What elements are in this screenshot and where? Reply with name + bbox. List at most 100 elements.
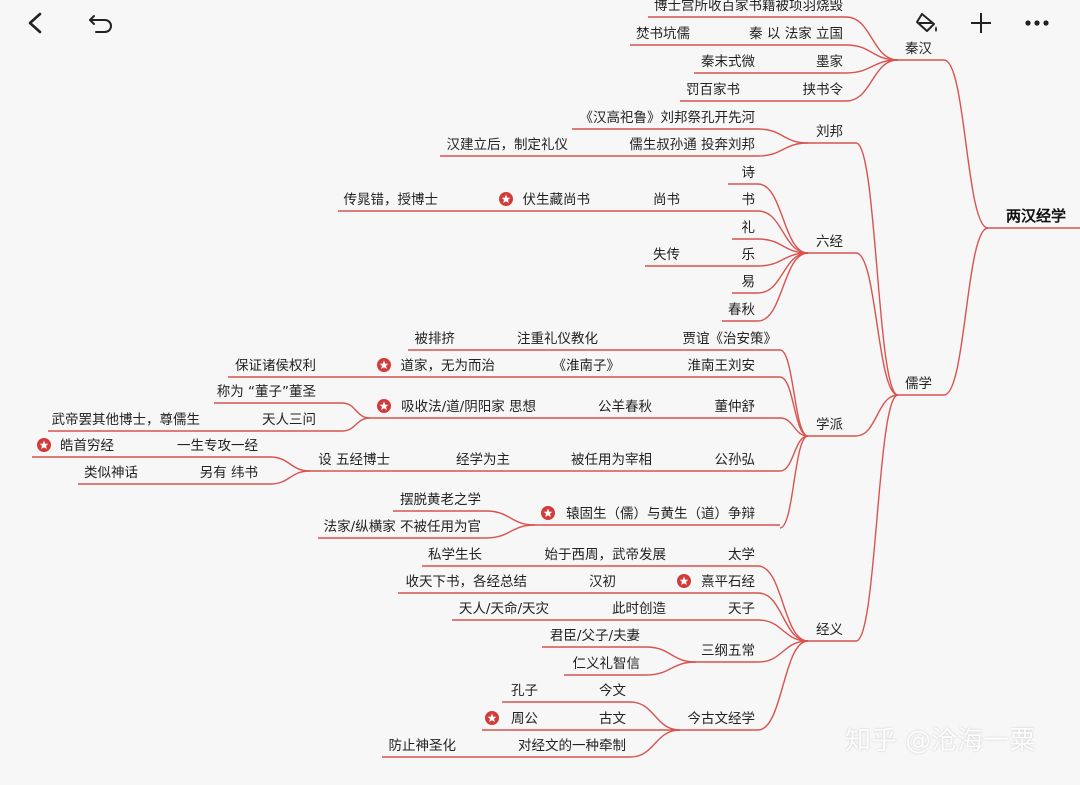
node-dong-e[interactable]: 武帝罢其他博士，尊儒生: [52, 411, 201, 428]
node-qinhan-4[interactable]: 挟书令: [803, 82, 844, 98]
connector-line: [779, 435, 809, 529]
node-tianzi-b[interactable]: 天人/天命/天灾: [459, 600, 549, 617]
connector-line: [855, 394, 899, 642]
node-jiayi-b[interactable]: 被排挤: [415, 331, 456, 347]
node-gongsunhong[interactable]: 公孙弘: [715, 452, 756, 468]
star-badge-icon: [377, 358, 391, 372]
connector-line: [855, 142, 899, 396]
connector-line: [845, 59, 899, 102]
connector-line: [757, 640, 809, 663]
node-gs-b[interactable]: 经学为主: [456, 452, 510, 468]
node-liuan-a[interactable]: 《淮南子》: [553, 358, 621, 374]
node-sangang-a[interactable]: 君臣/父子/夫妻: [550, 628, 640, 644]
node-xiping[interactable]: 熹平石经: [701, 574, 755, 590]
node-guwen[interactable]: 古文: [599, 711, 627, 727]
node-xuepai[interactable]: 学派: [816, 417, 844, 433]
node-shu[interactable]: 书: [742, 192, 756, 208]
node-jingyi[interactable]: 经义: [816, 622, 843, 638]
connector-line: [757, 128, 809, 144]
node-dong-a[interactable]: 公羊春秋: [598, 399, 652, 415]
node-taixue-a[interactable]: 始于西周，武帝发展: [545, 547, 667, 563]
node-jinwen[interactable]: 今文: [599, 683, 627, 699]
node-gs-d[interactable]: 一生专攻一经: [177, 438, 258, 454]
node-kongzi[interactable]: 孔子: [511, 683, 538, 699]
node-qianzhi[interactable]: 对经文的一种牵制: [518, 738, 626, 754]
connector-line: [341, 402, 371, 419]
node-yue[interactable]: 乐: [742, 247, 756, 263]
node-yuan-b[interactable]: 法家/纵横家 不被任用为官: [324, 518, 481, 535]
connector-line: [629, 729, 681, 758]
format-button[interactable]: [910, 0, 944, 46]
node-zhougong[interactable]: 周公: [511, 711, 539, 727]
connector-line: [855, 394, 899, 437]
star-badge-icon: [541, 506, 555, 520]
node-qinhan-2[interactable]: 秦 以 法家 立国: [749, 25, 843, 42]
node-gs-g[interactable]: 类似神话: [84, 465, 138, 481]
node-gs-f[interactable]: 另有 纬书: [200, 465, 258, 481]
node-liujing[interactable]: 六经: [816, 234, 844, 250]
node-chaocuo[interactable]: 传晁错，授博士: [344, 191, 439, 208]
more-button[interactable]: [1020, 0, 1054, 46]
node-dong-d[interactable]: 天人三问: [262, 412, 316, 428]
add-button[interactable]: [964, 0, 998, 46]
connector-line: [779, 376, 809, 437]
node-shenghua[interactable]: 防止神圣化: [389, 738, 457, 754]
node-shichuan[interactable]: 失传: [653, 247, 680, 263]
node-xiping-b[interactable]: 收天下书，各经总结: [406, 574, 528, 590]
node-gs-e[interactable]: 皓首穷经: [60, 438, 114, 454]
connector-line: [757, 142, 809, 157]
node-qinhan-4a[interactable]: 罚百家书: [686, 81, 740, 98]
node-qinhan[interactable]: 秦汉: [905, 41, 933, 57]
node-yuan-a[interactable]: 摆脱黄老之学: [400, 492, 481, 508]
node-liubang-1[interactable]: 《汉高祀鲁》刘邦祭孔开先河: [580, 109, 756, 126]
node-tianzi[interactable]: 天子: [728, 601, 755, 617]
star-badge-icon: [677, 574, 691, 588]
node-yi[interactable]: 易: [742, 274, 756, 290]
node-qinhan-1[interactable]: 博士宫所收百家书籍被项羽烧毁: [654, 0, 843, 14]
node-li[interactable]: 礼: [742, 220, 756, 236]
node-yuan[interactable]: 辕固生（儒）与黄生（道）争辩: [566, 505, 755, 522]
node-qinhan-3[interactable]: 墨家: [816, 53, 844, 70]
node-chunqiu[interactable]: 春秋: [728, 302, 756, 318]
connector-line: [779, 435, 809, 472]
node-jiayi-a[interactable]: 注重礼仪教化: [517, 331, 598, 347]
star-badge-icon: [377, 399, 391, 413]
node-gs-a[interactable]: 被任用为宰相: [571, 452, 652, 468]
node-dong[interactable]: 董仲舒: [715, 399, 756, 415]
connector-line: [757, 592, 809, 642]
undo-button[interactable]: [84, 0, 118, 46]
node-xiping-a[interactable]: 汉初: [589, 573, 616, 590]
connector-line: [485, 510, 536, 526]
node-liuan-b[interactable]: 道家，无为而治: [401, 357, 496, 374]
node-jiayi[interactable]: 贾谊《治安策》: [683, 330, 778, 347]
node-liuan[interactable]: 淮南王刘安: [688, 358, 756, 374]
node-tianzi-a[interactable]: 此时创造: [612, 601, 666, 617]
node-rujia[interactable]: 儒学: [905, 376, 932, 392]
node-taixue-b[interactable]: 私学生长: [428, 547, 482, 563]
connector-line: [757, 210, 809, 254]
connector-line: [757, 252, 809, 322]
node-sangang-b[interactable]: 仁义礼智信: [573, 656, 641, 672]
node-dong-b[interactable]: 吸收法/道/阴阳家 思想: [401, 398, 536, 415]
connector-line: [485, 524, 536, 539]
connector-line: [845, 44, 899, 61]
node-qinhan-3a[interactable]: 秦末式微: [701, 54, 755, 70]
node-sangang[interactable]: 三纲五常: [701, 643, 755, 659]
node-jinguwen[interactable]: 今古文经学: [688, 711, 756, 727]
node-liubang-2[interactable]: 儒生叔孙通 投奔刘邦: [629, 137, 755, 153]
back-button[interactable]: [18, 0, 52, 46]
node-shangshu[interactable]: 尚书: [653, 192, 680, 208]
node-dong-c[interactable]: 称为 “董子”董圣: [217, 384, 317, 400]
node-shi[interactable]: 诗: [742, 165, 756, 181]
node-qinhan-2a[interactable]: 焚书坑儒: [636, 26, 690, 42]
node-fusheng[interactable]: 伏生藏尚书: [523, 192, 591, 208]
node-gs-c[interactable]: 设 五经博士: [318, 451, 390, 468]
node-liuan-c[interactable]: 保证诸侯权利: [235, 357, 316, 374]
node-taixue[interactable]: 太学: [728, 547, 755, 563]
node-liubang[interactable]: 刘邦: [816, 124, 843, 140]
connector-line: [779, 349, 809, 437]
connector-line: [943, 227, 989, 396]
node-liubang-2a[interactable]: 汉建立后，制定礼仪: [447, 137, 569, 153]
root-node[interactable]: 两汉经学: [1006, 207, 1066, 225]
connector-line: [943, 59, 989, 229]
